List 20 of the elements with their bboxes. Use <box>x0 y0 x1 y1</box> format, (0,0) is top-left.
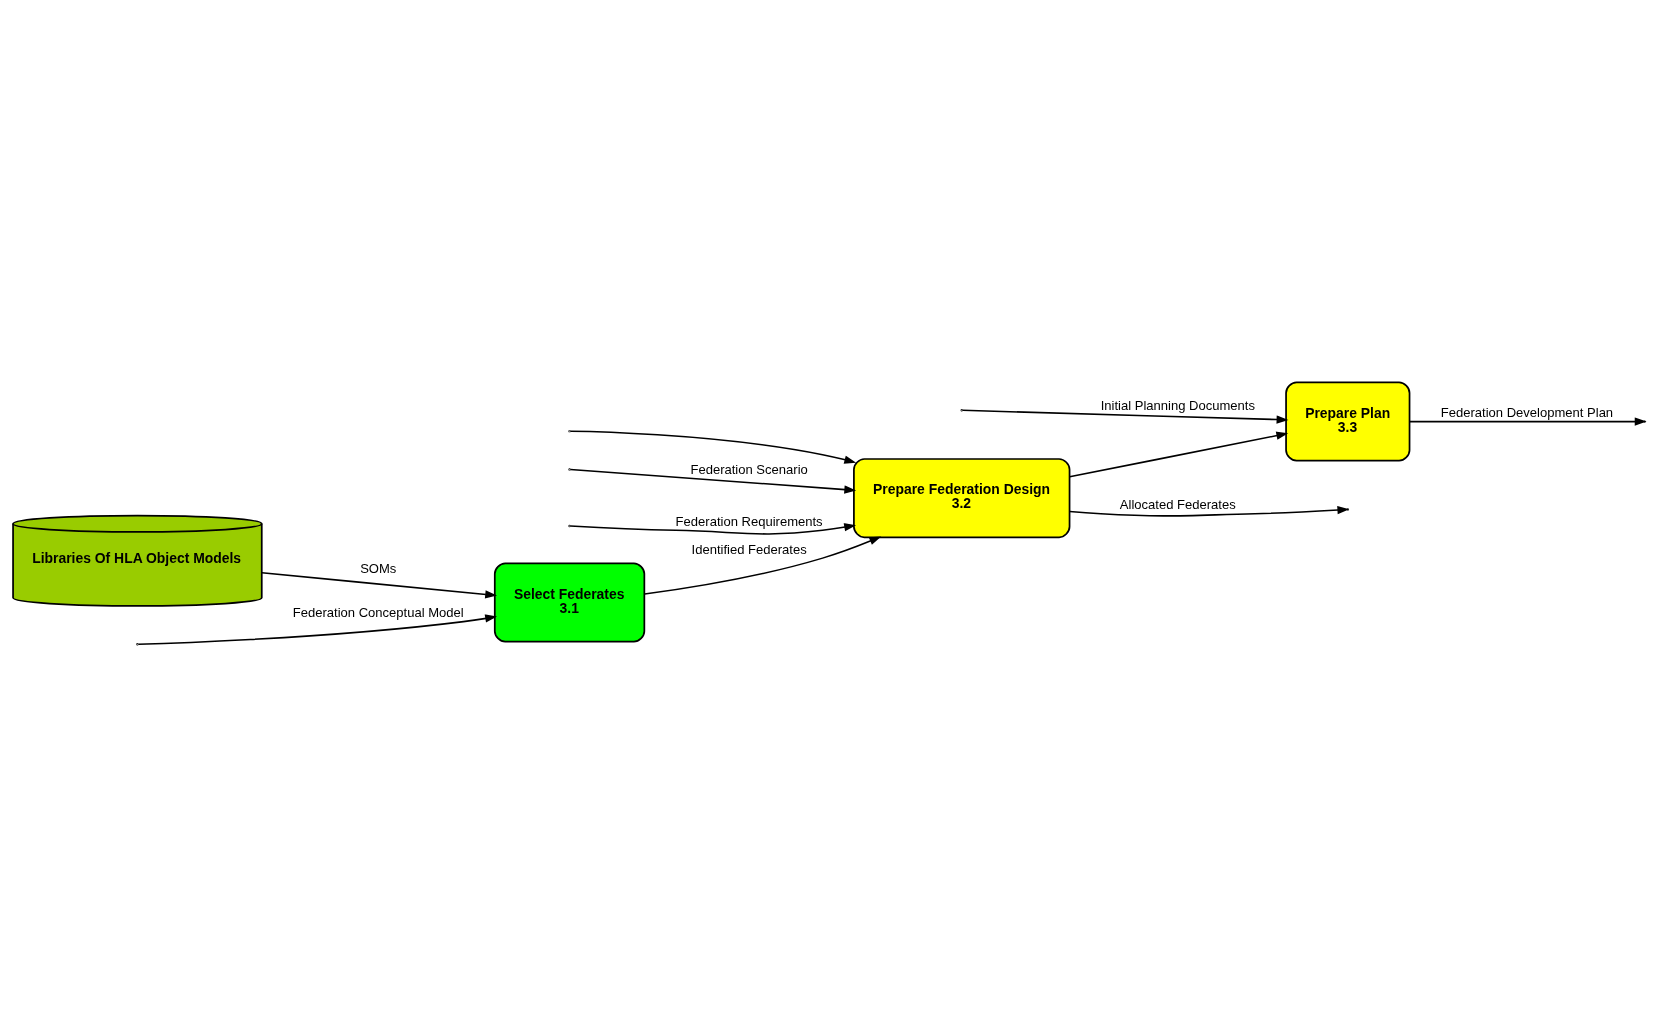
arrow <box>643 536 882 595</box>
edge-label: Initial Planning Documents <box>1100 398 1255 414</box>
arrow <box>569 468 857 494</box>
arrow <box>137 614 498 645</box>
edge-label: SOMs <box>360 560 397 576</box>
edge-label: Federation Scenario <box>690 461 808 477</box>
edge-label: Allocated Federates <box>1119 497 1236 513</box>
node-box: Prepare Plan 3.3 <box>1285 381 1411 462</box>
edge-label: Federation Conceptual Model <box>292 605 464 621</box>
arrow <box>569 430 857 464</box>
edge-label: Federation Requirements <box>675 513 823 529</box>
arrow <box>1068 505 1350 517</box>
node-box: Prepare Federation Design 3.2 <box>853 458 1071 539</box>
arrow <box>1408 417 1647 426</box>
edge-label: Federation Development Plan <box>1440 405 1614 421</box>
arrow <box>1068 431 1289 478</box>
arrow <box>261 571 498 599</box>
node-box: Select Federates 3.1 <box>493 562 646 643</box>
arrow <box>961 409 1289 424</box>
edge-label: Identified Federates <box>691 541 807 557</box>
